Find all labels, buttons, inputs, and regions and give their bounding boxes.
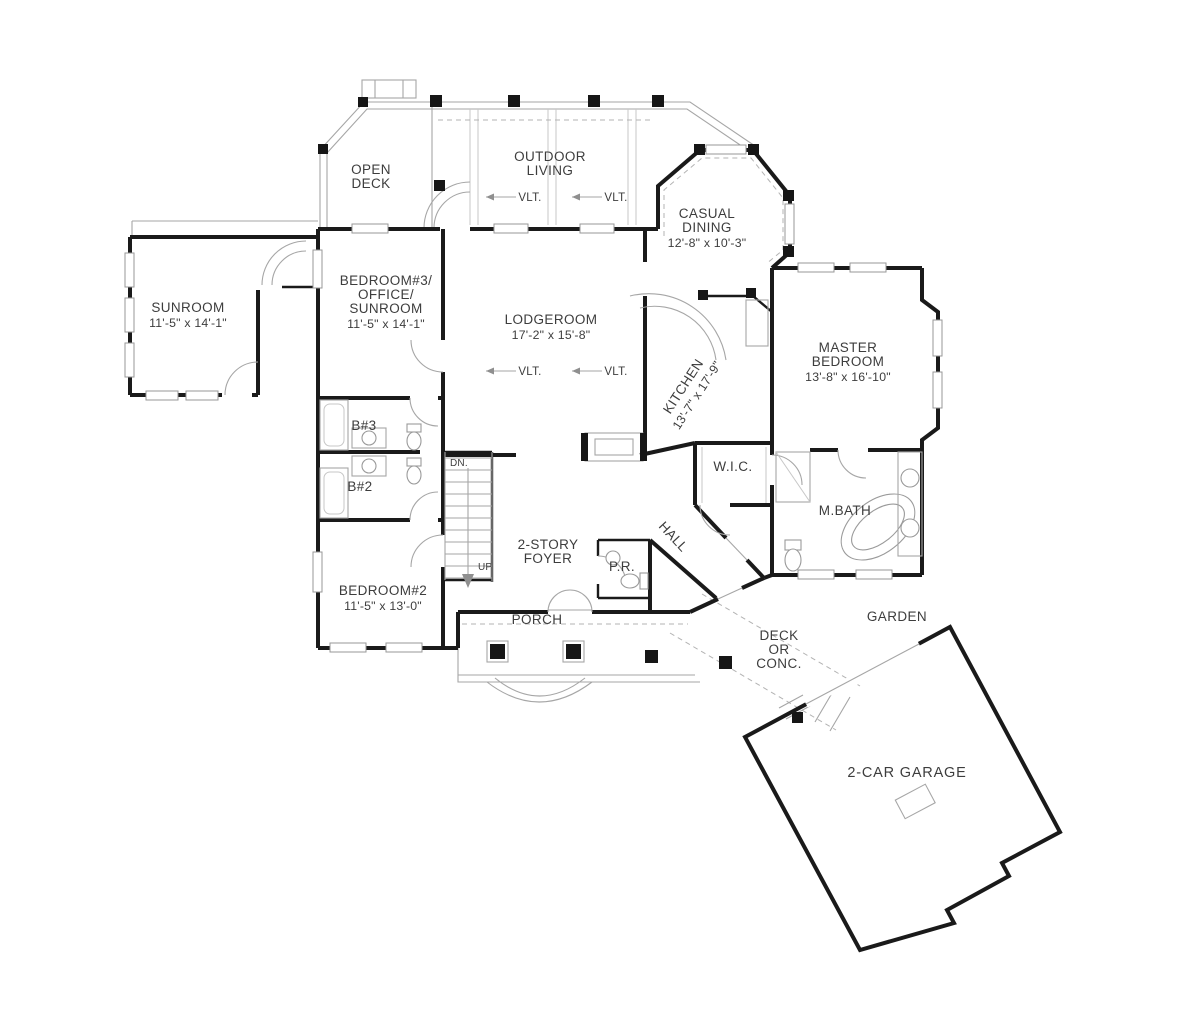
label-bath3: B#3 <box>351 418 376 433</box>
label-open-deck-1: OPEN <box>351 162 391 177</box>
label-bedroom2-dims: 11'-5" x 13'-0" <box>344 599 422 613</box>
label-deck-conc-1: DECK <box>759 628 798 643</box>
garage-outline <box>742 624 1063 953</box>
label-outdoor-living-2: LIVING <box>527 163 574 178</box>
label-bath2: B#2 <box>347 479 372 494</box>
label-deck-conc-2: OR <box>768 642 789 657</box>
label-vlt-top-right: VLT. <box>604 192 627 204</box>
label-open-deck-2: DECK <box>351 176 390 191</box>
label-lodgeroom-dims: 17'-2" x 15'-8" <box>512 328 591 342</box>
label-down: DN. <box>450 458 468 469</box>
label-deck-conc-3: CONC. <box>756 656 802 671</box>
label-vlt-bottom-left: VLT. <box>518 366 541 378</box>
label-bedroom3-3: SUNROOM <box>349 301 422 316</box>
columns <box>318 95 803 723</box>
label-powder-room: P.R. <box>609 559 635 574</box>
label-casual-dining-1: CASUAL <box>679 206 736 221</box>
label-outdoor-living-1: OUTDOOR <box>514 149 586 164</box>
label-sunroom: SUNROOM <box>151 300 224 315</box>
label-bedroom3-dims: 11'-5" x 14'-1" <box>347 317 425 331</box>
label-master-bedroom-2: BEDROOM <box>812 354 885 369</box>
windows <box>124 144 943 653</box>
door-swings <box>224 339 867 613</box>
deck-and-porch-outlines <box>131 79 861 732</box>
label-garden: GARDEN <box>867 609 927 624</box>
label-bedroom3-2: OFFICE/ <box>358 287 414 302</box>
label-casual-dining-2: DINING <box>682 220 732 235</box>
label-kitchen-group: KITCHEN 13'-7" x 17'-9" <box>660 356 724 432</box>
label-sunroom-dims: 11'-5" x 14'-1" <box>149 316 227 330</box>
label-up: UP <box>478 562 492 573</box>
label-bedroom2: BEDROOM#2 <box>339 583 427 598</box>
fixtures <box>319 293 923 590</box>
label-foyer-2: FOYER <box>524 551 573 566</box>
label-porch: PORCH <box>512 612 563 627</box>
label-bedroom3-1: BEDROOM#3/ <box>340 273 433 288</box>
label-vlt-top-left: VLT. <box>518 192 541 204</box>
vault-arrows <box>486 193 602 375</box>
label-master-bedroom-dims: 13'-8" x 16'-10" <box>805 370 891 384</box>
stairs <box>444 452 493 588</box>
label-vlt-bottom-right: VLT. <box>604 366 627 378</box>
label-lodgeroom: LODGEROOM <box>505 312 598 327</box>
label-foyer-1: 2-STORY <box>518 537 579 552</box>
label-wic: W.I.C. <box>713 459 752 474</box>
label-master-bath: M.BATH <box>819 503 871 518</box>
label-garage: 2-CAR GARAGE <box>847 765 966 781</box>
label-casual-dining-dims: 12'-8" x 10'-3" <box>668 236 747 250</box>
label-master-bedroom-1: MASTER <box>819 340 878 355</box>
